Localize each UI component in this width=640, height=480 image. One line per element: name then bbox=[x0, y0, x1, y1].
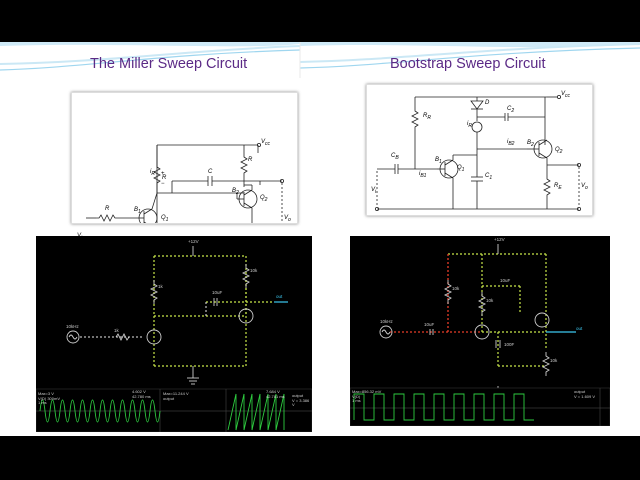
miller-c-label: C bbox=[208, 169, 213, 175]
miller-sim-circuit[interactable] bbox=[35, 236, 313, 433]
miller-sim-r2: 10k bbox=[250, 268, 258, 273]
miller-schematic-drawing bbox=[79, 143, 284, 255]
boot-sim-r2: 10k bbox=[486, 298, 494, 303]
miller-b1-label: B1 bbox=[134, 207, 141, 216]
miller-plus: + bbox=[161, 171, 165, 177]
boot-vi-label: Vi bbox=[371, 187, 377, 196]
left-title: The Miller Sweep Circuit bbox=[90, 56, 248, 72]
boot-sim-cap-in: 10uF bbox=[424, 322, 435, 327]
boot-sim-cap-top: 10uF bbox=[500, 278, 511, 283]
bootstrap-schematic-drawing bbox=[374, 94, 581, 212]
boot-q2-label: Q2 bbox=[555, 147, 563, 156]
boot-cb-label: CB bbox=[391, 153, 399, 162]
miller-ir-label: iR bbox=[150, 169, 155, 178]
boot-q1-label: Q1 bbox=[457, 165, 465, 174]
boot-b1-label: B1 bbox=[435, 157, 442, 166]
boot-b2-label: B2 bbox=[527, 140, 534, 149]
miller-rb-label: R bbox=[162, 175, 167, 181]
boot-sim-src: 10kHz bbox=[380, 319, 393, 324]
miller-b2-label: B2 bbox=[232, 188, 239, 197]
boot-sim-r-out: 10k bbox=[550, 358, 558, 363]
bootstrap-sim-circuit[interactable] bbox=[349, 236, 611, 427]
miller-sim-rin: 1k bbox=[114, 328, 119, 333]
boot-sim-supply: +12V bbox=[494, 237, 505, 242]
miller-vcc-label: Vcc bbox=[261, 139, 271, 148]
slide-header-band bbox=[0, 42, 640, 78]
miller-schematic: Vcc R iR + − R R C B1 Q1 B2 Q2 Vi Vo bbox=[71, 92, 298, 255]
miller-vo-label: Vo bbox=[284, 215, 291, 224]
boot-c2-label: C2 bbox=[507, 106, 515, 115]
slide: The Miller Sweep Circuit Bootstrap Sweep… bbox=[0, 42, 640, 436]
miller-r-top-label: R bbox=[248, 157, 253, 163]
boot-sim-cap-mid: 100F bbox=[504, 342, 515, 347]
bootstrap-schematic: Vcc D RR iR C2 iB2 B1 Q1 B2 Q2 C1 RE CB … bbox=[366, 84, 593, 216]
miller-sim-src: 10kHz bbox=[66, 324, 79, 329]
boot-vo-label: Vo bbox=[581, 183, 588, 192]
boot-ib2-label: iB2 bbox=[507, 139, 515, 148]
boot-d-label: D bbox=[485, 100, 490, 106]
miller-q2-label: Q2 bbox=[260, 195, 268, 204]
boot-ir-label: iR bbox=[467, 121, 472, 130]
boot-sim-out: out bbox=[576, 326, 583, 331]
miller-sim-supply: +12V bbox=[188, 239, 199, 244]
boot-re-label: RE bbox=[554, 183, 562, 192]
miller-sim-out: out bbox=[276, 294, 283, 299]
boot-vcc-label: Vcc bbox=[561, 91, 571, 100]
boot-ib1-label: iB1 bbox=[419, 171, 427, 180]
miller-q1-label: Q1 bbox=[161, 215, 169, 224]
miller-sim-r1: 1k bbox=[158, 284, 163, 289]
boot-c1-label: C1 bbox=[485, 173, 493, 182]
miller-minus: − bbox=[161, 181, 165, 187]
miller-sim-cap: 10uF bbox=[212, 290, 223, 295]
miller-rin-label: R bbox=[105, 206, 110, 212]
boot-rr-label: RR bbox=[423, 113, 431, 122]
boot-sim-r1: 10k bbox=[452, 286, 460, 291]
right-title: Bootstrap Sweep Circuit bbox=[390, 56, 546, 72]
bootstrap-simulator[interactable]: +12V 10k 10k 10uF 10uF 100F 10k 10kHz ou… bbox=[349, 236, 611, 427]
